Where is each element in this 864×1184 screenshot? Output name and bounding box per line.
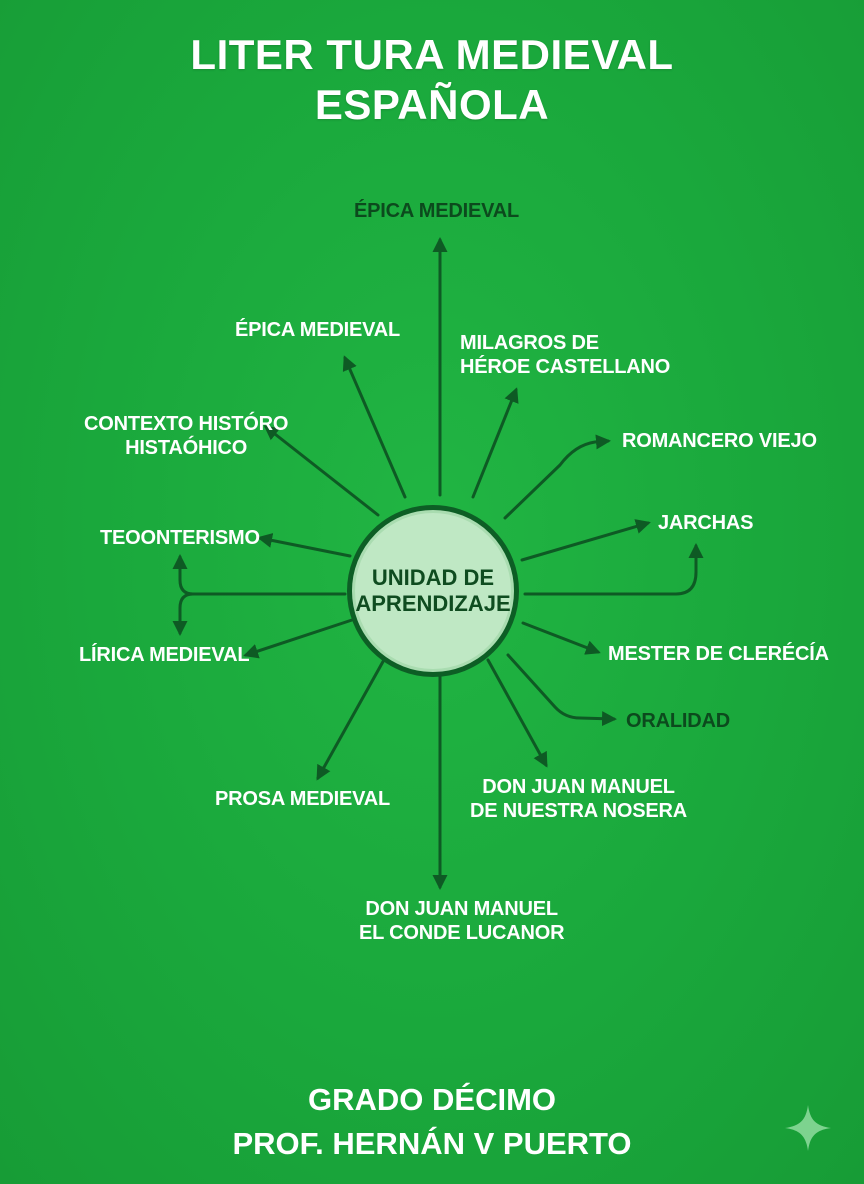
arrow-contexto [263,425,380,517]
node-milagros-line-2: HÉROE CASTELLANO [460,356,671,378]
node-conde-lucanor: DON JUAN MANUEL EL CONDE LUCANOR [359,897,565,945]
arrow-romancero [503,434,611,520]
node-romancero: ROMANCERO VIEJO [622,430,817,452]
node-contexto-line-1: CONTEXTO HISTÓRO [84,413,289,435]
page-title: LITER TURA MEDIEVAL ESPAÑOLA [0,30,864,130]
node-contexto: CONTEXTO HISTÓRO HISTAÓHICO [84,412,288,460]
arrow-upper-left [342,355,407,499]
arrow-prosa [316,656,387,781]
arrow-jarchas-curve [523,543,704,596]
sparkle-icon [785,1105,831,1151]
arrow-oralidad [506,653,617,727]
node-don-juan-nosera-line-1: DON JUAN MANUEL [482,776,675,798]
arrow-branch-left [172,554,347,596]
arrow-branch-left-down [172,592,195,636]
node-prosa: PROSA MEDIEVAL [215,788,390,810]
node-oralidad: ORALIDAD [626,710,730,732]
node-jarchas: JARCHAS [658,512,754,534]
arrow-mester [521,621,601,655]
footer-grade: GRADO DÉCIMO [308,1082,556,1117]
node-don-juan-nosera-line-2: DE NUESTRA NOSERA [470,800,687,822]
center-line-2: APRENDIZAJE [355,591,511,616]
arrow-milagros [471,387,519,499]
footer-teacher: PROF. HERNÁN V PUERTO [232,1126,632,1161]
node-lirica: LÍRICA MEDIEVAL [79,644,250,666]
node-don-juan-nosera: DON JUAN MANUEL DE NUESTRA NOSERA [470,775,687,823]
arrow-lirica [243,618,354,659]
arrow-teocentrismo [257,532,352,558]
node-epica-top: ÉPICA MEDIEVAL [354,200,519,222]
node-conde-lucanor-line-2: EL CONDE LUCANOR [359,922,565,944]
arrow-nosera [486,658,548,768]
arrow-jarchas [520,519,651,562]
node-epica-upper-left: ÉPICA MEDIEVAL [235,319,400,341]
node-milagros-line-1: MILAGROS DE [460,332,599,354]
node-conde-lucanor-line-1: DON JUAN MANUEL [365,898,558,920]
node-teocentrismo: TEOONTERISMO [100,527,260,549]
title-line-2: ESPAÑOLA [314,81,550,128]
title-line-1: LITER TURA MEDIEVAL [190,31,674,78]
center-line-1: UNIDAD DE [371,565,495,590]
node-milagros: MILAGROS DE HÉROE CASTELLANO [460,331,670,379]
node-contexto-line-2: HISTAÓHICO [125,437,248,459]
center-node: UNIDAD DE APRENDIZAJE [347,505,519,677]
footer: GRADO DÉCIMO PROF. HERNÁN V PUERTO [0,1078,864,1166]
node-mester: MESTER DE CLERÉCÍA [608,643,829,665]
